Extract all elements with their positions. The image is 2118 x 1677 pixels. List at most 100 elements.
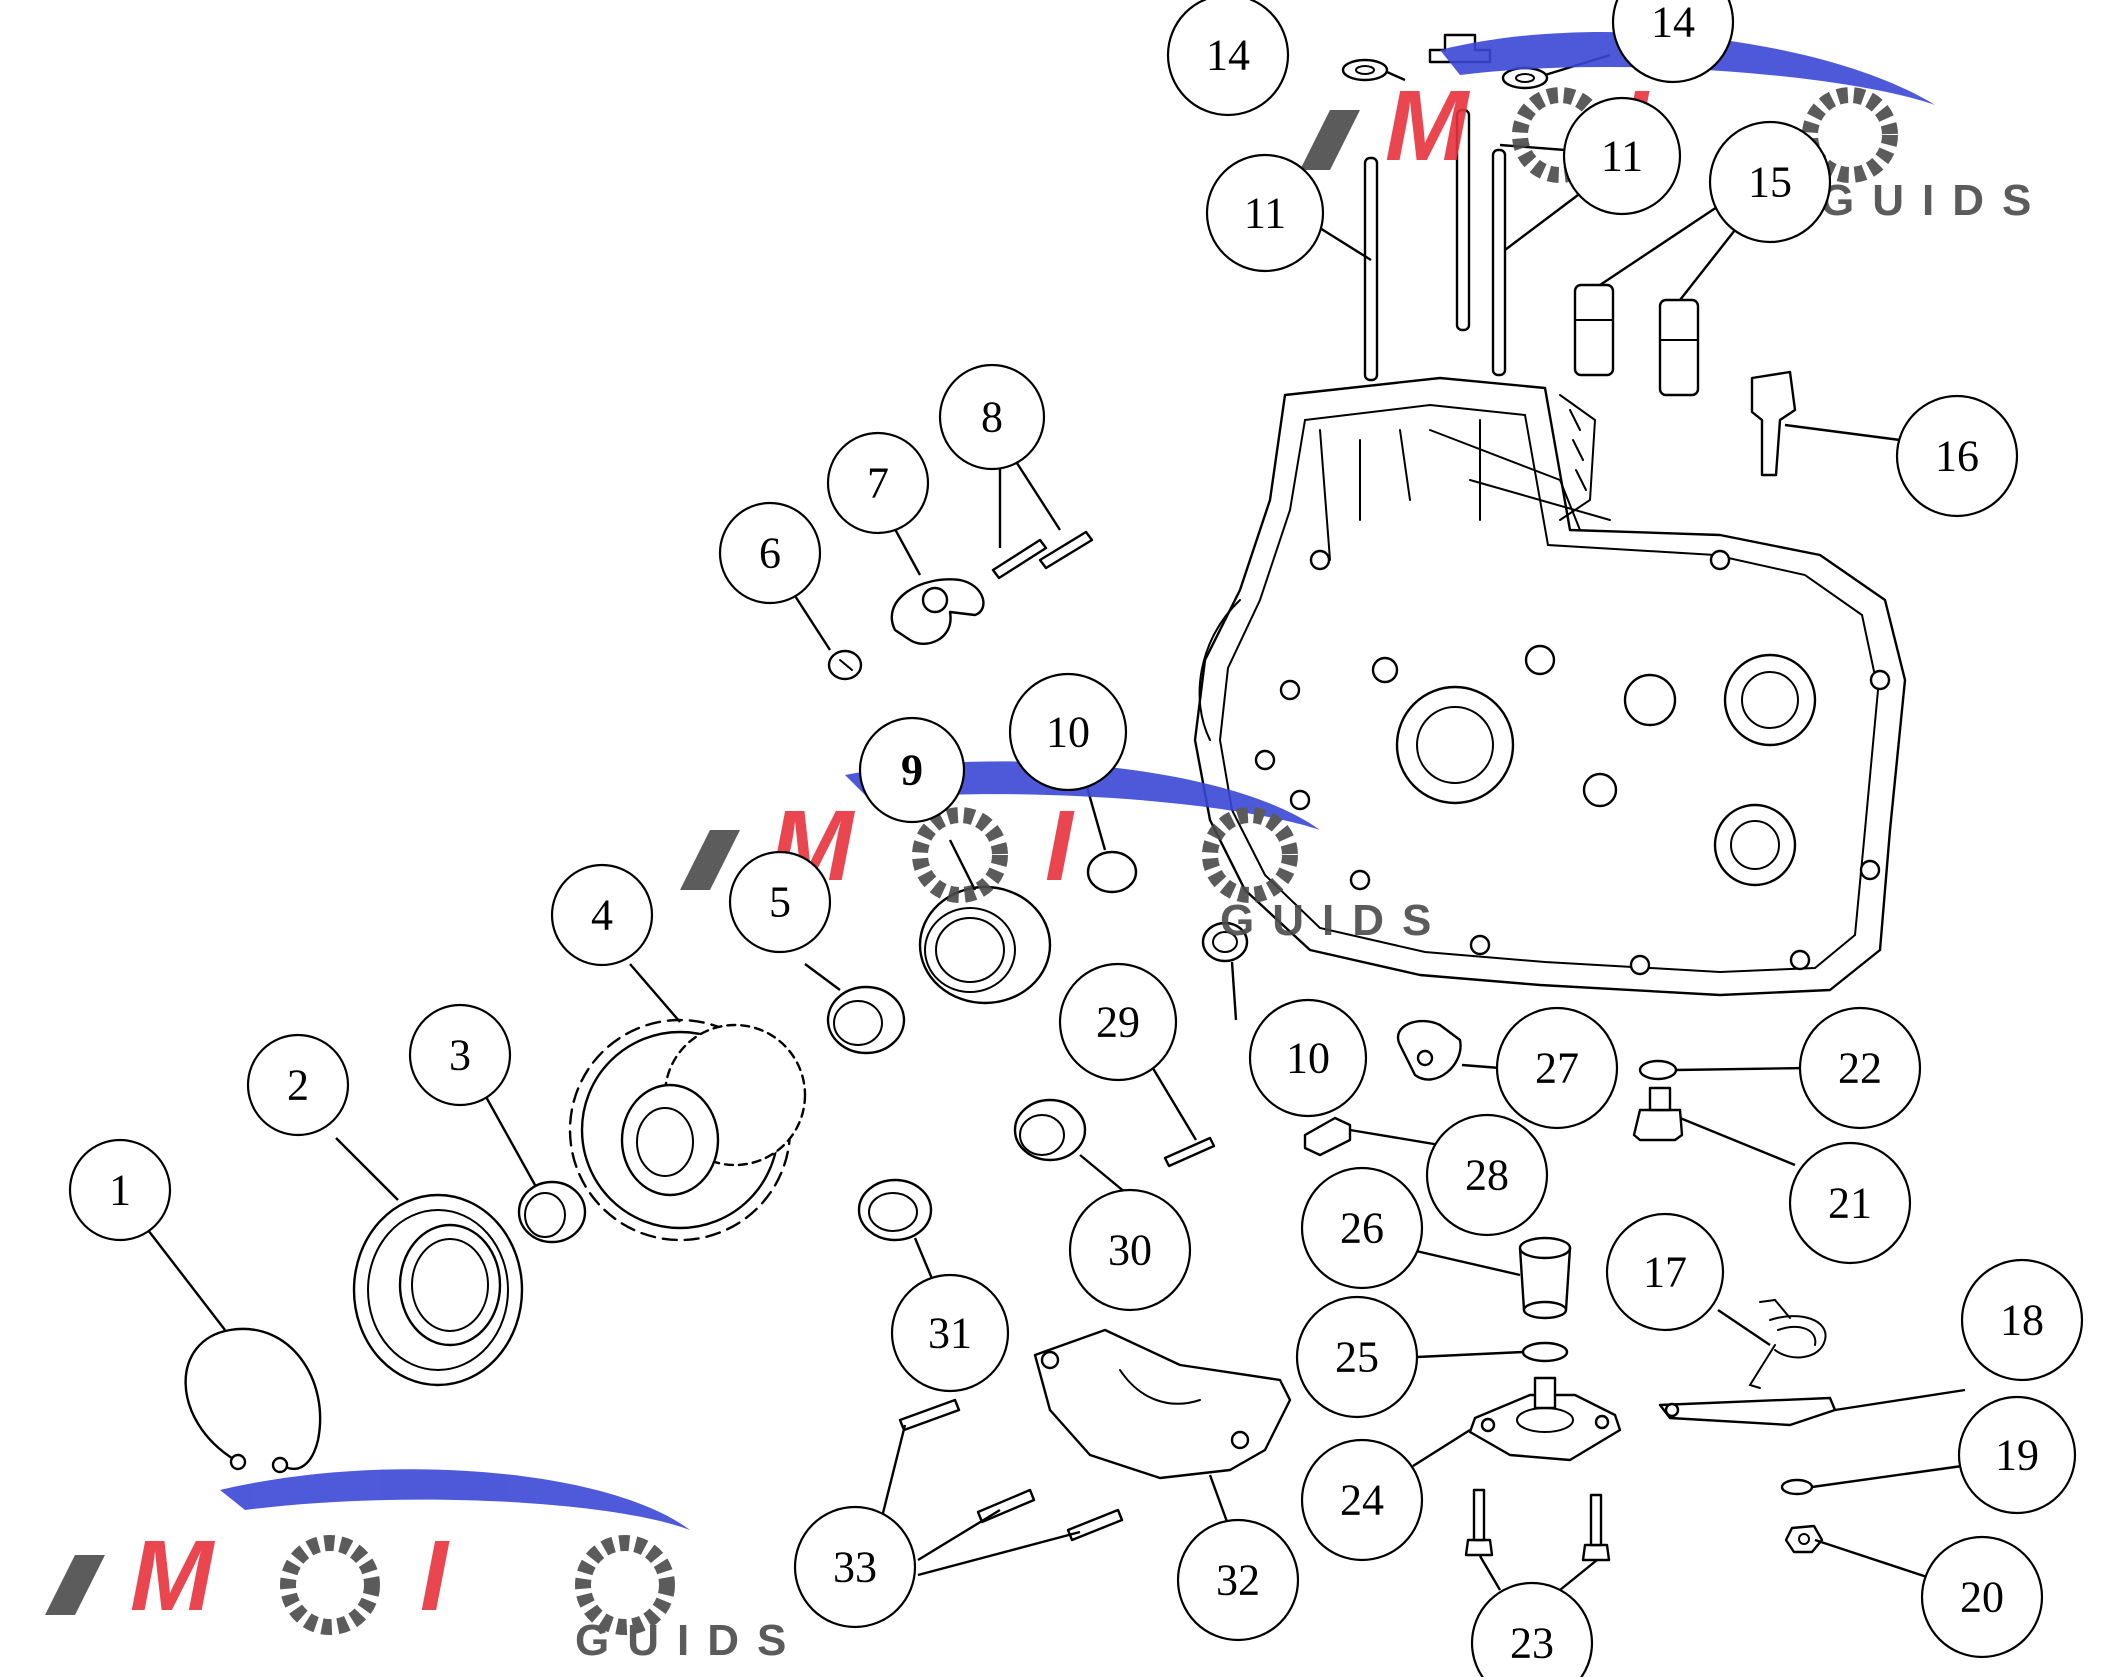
- svg-text:M: M: [130, 1520, 216, 1632]
- callout-8: 8: [938, 363, 1046, 471]
- bushing-30: [1013, 1098, 1087, 1162]
- callout-10b: 10: [1248, 998, 1368, 1118]
- callout-24: 24: [1300, 1438, 1424, 1562]
- bushing-5: [826, 985, 906, 1055]
- leader-lines: [147, 53, 1966, 1591]
- callout-circle: [1295, 1295, 1419, 1419]
- callout-number: 25: [1335, 1333, 1379, 1382]
- callout-33: 33: [793, 1505, 917, 1629]
- torsion-spring-17: [1748, 1298, 1827, 1389]
- callout-number: 3: [449, 1031, 471, 1080]
- callout-number: 20: [1960, 1573, 2004, 1622]
- callout-number: 17: [1643, 1248, 1687, 1297]
- callout-circle: [246, 1033, 350, 1137]
- bolt-16: [1750, 370, 1797, 477]
- callout-circle: [68, 1138, 172, 1242]
- callout-number: 31: [928, 1309, 972, 1358]
- dowel-pins-15: [1573, 283, 1700, 397]
- callout-30: 30: [1068, 1188, 1192, 1312]
- callout-9: 9: [858, 716, 966, 824]
- callout-6: 6: [718, 501, 822, 605]
- callout-number: 18: [2000, 1296, 2044, 1345]
- callout-circle: [1708, 120, 1832, 244]
- callout-15: 15: [1708, 120, 1832, 244]
- needle-bearing-3: [517, 1180, 587, 1244]
- lever-18: [1658, 1396, 1837, 1427]
- sleeve-26: [1518, 1236, 1572, 1320]
- svg-text:I: I: [420, 1520, 450, 1632]
- callout-circle: [1495, 1006, 1619, 1130]
- callout-number: 11: [1601, 132, 1643, 181]
- callout-number: 14: [1651, 0, 1695, 47]
- callout-16: 16: [1895, 394, 2019, 518]
- callout-circle: [1248, 998, 1368, 1118]
- callout-circle: [1788, 1141, 1912, 1265]
- callout-4: 4: [550, 863, 654, 967]
- callout-circle: [1058, 962, 1178, 1082]
- callout-11b: 11: [1562, 96, 1682, 216]
- callout-number: 9: [901, 746, 923, 795]
- callout-number: 10: [1286, 1034, 1330, 1083]
- callout-circle: [1960, 1258, 2084, 1382]
- washer-19: [1780, 1478, 1814, 1496]
- seal-25: [1521, 1341, 1569, 1363]
- callout-circle: [1166, 0, 1290, 117]
- bushings-10: [1086, 850, 1249, 963]
- callout-circle: [1798, 1006, 1922, 1130]
- callout-21: 21: [1788, 1141, 1912, 1265]
- callout-circle: [826, 431, 930, 535]
- callout-circle: [1957, 1395, 2077, 1515]
- callout-circle: [793, 1505, 917, 1629]
- callout-number: 30: [1108, 1226, 1152, 1275]
- ball-bearing-2: [352, 1193, 524, 1387]
- svg-text:I: I: [1045, 790, 1075, 902]
- callout-number: 19: [1995, 1431, 2039, 1480]
- callout-number: 10: [1046, 708, 1090, 757]
- svg-text:M: M: [1385, 70, 1471, 182]
- callout-circle: [1425, 1113, 1549, 1237]
- callout-circle: [1068, 1188, 1192, 1312]
- callout-number: 16: [1935, 432, 1979, 481]
- callout-circle: [1920, 1535, 2044, 1659]
- crankcase-housing: [1193, 376, 1907, 997]
- callout-26: 26: [1300, 1166, 1424, 1290]
- callout-number: 6: [759, 529, 781, 578]
- callout-14b: 14: [1611, 0, 1735, 84]
- callout-20: 20: [1920, 1535, 2044, 1659]
- drain-plug-21: [1632, 1086, 1684, 1142]
- callout-number: 7: [867, 459, 889, 508]
- callout-25: 25: [1295, 1295, 1419, 1419]
- pins-8: [991, 530, 1094, 580]
- callout-17: 17: [1605, 1212, 1725, 1332]
- callout-18: 18: [1960, 1258, 2084, 1382]
- callout-circle: [938, 363, 1046, 471]
- callout-circle: [1205, 153, 1325, 273]
- callout-circle: [1470, 1581, 1594, 1677]
- callout-circle: [1300, 1166, 1424, 1290]
- seal-31: [857, 1178, 933, 1242]
- callout-circle: [1562, 96, 1682, 216]
- callout-circle: [408, 1003, 512, 1107]
- callout-7: 7: [826, 431, 930, 535]
- callout-number: 29: [1096, 998, 1140, 1047]
- cylinder-studs: [1363, 108, 1507, 382]
- callout-29: 29: [1058, 962, 1178, 1082]
- watermark-sub-top: GUIDS: [1820, 176, 2049, 225]
- callout-number: 27: [1535, 1044, 1579, 1093]
- callout-circle: [1895, 394, 2019, 518]
- needle-bearing-9: [918, 885, 1052, 1005]
- callout-10a: 10: [1008, 672, 1128, 792]
- callout-number: 21: [1828, 1179, 1872, 1228]
- callout-number: 1: [109, 1166, 131, 1215]
- callout-circle: [718, 501, 822, 605]
- callout-circle: [728, 850, 832, 954]
- callout-number: 8: [981, 393, 1003, 442]
- callout-number: 15: [1748, 158, 1792, 207]
- callout-5: 5: [728, 850, 832, 954]
- callout-number: 4: [591, 891, 613, 940]
- callout-number: 28: [1465, 1151, 1509, 1200]
- nut-20: [1784, 1524, 1824, 1554]
- callout-31: 31: [890, 1273, 1010, 1393]
- circlip-1: [184, 1327, 322, 1474]
